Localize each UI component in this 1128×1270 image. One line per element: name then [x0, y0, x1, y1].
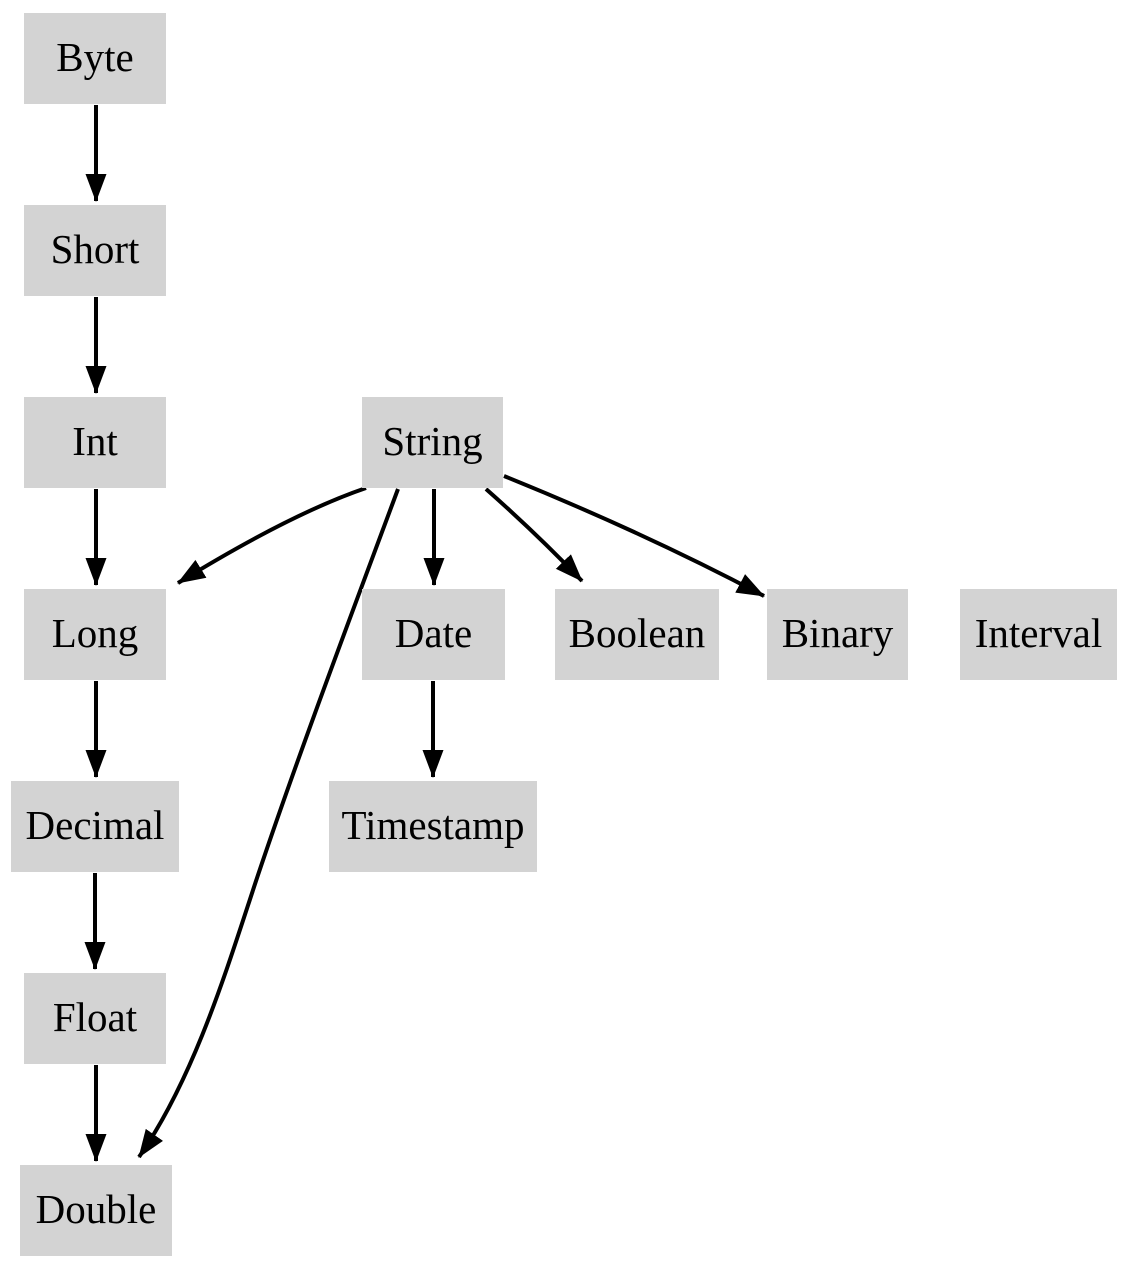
- node-label-interval: Interval: [974, 610, 1103, 656]
- node-float: Float: [24, 973, 166, 1064]
- node-double: Double: [20, 1165, 172, 1256]
- node-short: Short: [24, 205, 166, 296]
- node-label-int: Int: [72, 418, 118, 464]
- node-label-short: Short: [50, 226, 140, 272]
- node-binary: Binary: [767, 589, 908, 680]
- node-int: Int: [24, 397, 166, 488]
- node-string: String: [362, 397, 503, 488]
- edge-string-to-long: [176, 486, 367, 585]
- edge-string-to-binary: [503, 474, 765, 598]
- node-label-date: Date: [394, 610, 473, 656]
- node-label-string: String: [382, 418, 483, 464]
- edge-string-to-double: [137, 488, 400, 1159]
- node-long: Long: [24, 589, 166, 680]
- node-label-binary: Binary: [781, 610, 894, 656]
- edge-string-to-boolean: [484, 487, 584, 583]
- node-label-timestamp: Timestamp: [341, 802, 525, 848]
- node-label-decimal: Decimal: [25, 802, 165, 848]
- node-byte: Byte: [24, 13, 166, 104]
- node-label-double: Double: [35, 1186, 157, 1232]
- node-label-float: Float: [52, 994, 138, 1040]
- node-label-byte: Byte: [56, 34, 134, 80]
- node-interval: Interval: [960, 589, 1117, 680]
- node-timestamp: Timestamp: [329, 781, 537, 872]
- node-label-long: Long: [51, 610, 139, 656]
- node-decimal: Decimal: [11, 781, 179, 872]
- node-boolean: Boolean: [555, 589, 719, 680]
- node-label-boolean: Boolean: [568, 610, 706, 656]
- node-date: Date: [362, 589, 505, 680]
